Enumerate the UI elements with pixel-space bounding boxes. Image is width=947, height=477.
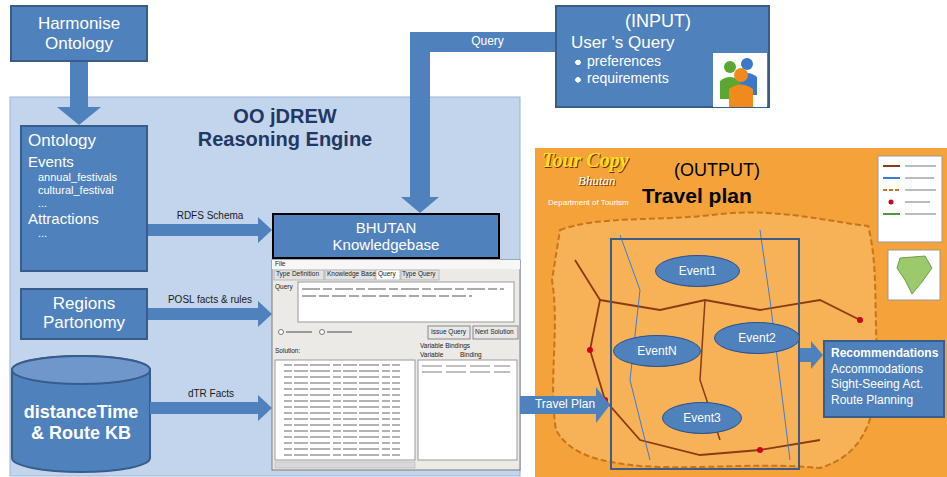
screenshot-label: Binding	[460, 352, 482, 359]
map-label: Tour Copy	[542, 150, 629, 170]
process-box: Regions Partonomy	[20, 288, 148, 340]
edge-label: Query	[468, 35, 507, 48]
node-text: Route Planning	[831, 393, 913, 409]
node-text: Regions Partonomy	[27, 295, 141, 332]
screenshot-label: Variable Bindings	[420, 343, 470, 350]
reasoner-screenshot	[272, 260, 520, 470]
recommendations-box: RecommendationsAccommodationsSight-Seein…	[823, 340, 945, 418]
node-text: Event1	[679, 264, 716, 278]
block-arrow	[57, 62, 101, 125]
screenshot-label: Type Definition	[276, 271, 319, 278]
node-text: (INPUT)	[625, 11, 691, 33]
map-label: Bhutan	[578, 174, 616, 187]
node-text: User 's Query	[571, 33, 674, 53]
node-text: BHUTAN Knowledgebase	[272, 213, 500, 259]
screenshot-label: Type Query	[402, 271, 436, 278]
screenshot-label: Query	[378, 271, 396, 278]
node-text: preferences	[575, 53, 661, 71]
block-arrow	[800, 341, 823, 369]
edge-label: dTR Facts	[186, 388, 236, 399]
node-text: EventN	[637, 344, 676, 358]
node-text: Recommendations	[831, 346, 938, 362]
event-ellipse: Event3	[662, 402, 742, 434]
edge-label: RDFS Schema	[175, 210, 246, 221]
node-text: ...	[38, 197, 47, 210]
event-ellipse: Event2	[714, 322, 800, 354]
event-ellipse: Event1	[655, 255, 740, 287]
input-box: (INPUT)User 's Querypreferencesrequireme…	[555, 5, 770, 108]
node-text: Harmonise Ontology	[17, 14, 141, 53]
screenshot-label: Knowledge Base	[327, 271, 376, 278]
screenshot-label: Next Solution	[475, 329, 514, 336]
event-ellipse: EventN	[613, 335, 701, 367]
block-arrow	[401, 42, 555, 213]
ontology-box: OntologyEventsannual_festivalscultural_f…	[20, 125, 148, 272]
edge-label: Travel Plan	[532, 398, 598, 411]
node-text: Attractions	[28, 210, 99, 227]
node-text: Ontology	[28, 131, 96, 151]
node-text: Sight-Seeing Act.	[831, 377, 923, 393]
node-text: (OUTPUT)	[674, 160, 760, 181]
screenshot-label: File	[275, 261, 285, 268]
knowledgebase: BHUTAN Knowledgebase	[272, 213, 520, 470]
travel-plan-frame: (OUTPUT)Travel planEvent1Event2Event3Eve…	[610, 238, 800, 470]
block-arrow	[148, 217, 272, 243]
map-label: Department of Tourism	[548, 199, 629, 207]
node-text: Event2	[738, 331, 775, 345]
node-text: Travel plan	[642, 184, 752, 208]
engine-panel: OO jDREW Reasoning EngineOntologyEventsa…	[10, 97, 520, 477]
screenshot-label: Variable	[420, 352, 443, 359]
screenshot-label: Issue Query	[431, 329, 466, 336]
edge-label: POSL facts & rules	[166, 294, 254, 305]
screenshot-label: Solution:	[275, 348, 300, 355]
ontology-source-box: Harmonise Ontology	[10, 5, 148, 62]
block-arrow	[148, 301, 272, 327]
people-icon	[713, 53, 767, 107]
node-text: OO jDREW Reasoning Engine	[185, 105, 385, 151]
node-text: cultural_festival	[38, 184, 114, 197]
node-text: distanceTime & Route KB	[15, 402, 147, 443]
node-text: Accommodations	[831, 362, 923, 378]
bhutan-map	[535, 148, 947, 477]
block-arrow	[150, 395, 272, 421]
node-text: annual_festivals	[38, 171, 117, 184]
block-arrow	[520, 387, 610, 423]
database-cylinder-shape	[12, 356, 150, 472]
node-text: Events	[28, 153, 74, 170]
node-text: requirements	[575, 70, 669, 88]
screenshot-label: Query	[275, 284, 293, 291]
node-text: Event3	[683, 411, 720, 425]
node-text: ...	[38, 227, 47, 240]
engine-panel-fill	[10, 97, 520, 476]
database-cylinder: distanceTime & Route KB	[12, 356, 150, 472]
